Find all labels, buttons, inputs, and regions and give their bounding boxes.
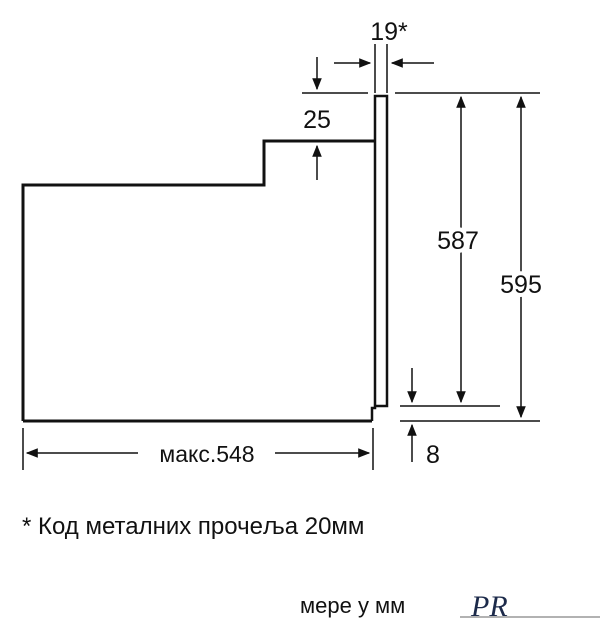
metal-front-note: * Код металних прочеља 20мм bbox=[22, 513, 365, 540]
max-depth-label: макс.548 bbox=[159, 441, 254, 467]
panel-thickness-label: 19* bbox=[370, 18, 408, 46]
inner-height-label: 587 bbox=[437, 227, 479, 255]
bottom-offset-label: 8 bbox=[426, 441, 440, 469]
top-step-label: 25 bbox=[303, 106, 331, 134]
logo-mark: PR bbox=[470, 590, 508, 623]
front-panel-outline bbox=[370, 94, 389, 421]
units-footnote: мере у мм bbox=[300, 593, 406, 618]
appliance-body-outline bbox=[21, 139, 375, 421]
total-height-label: 595 bbox=[500, 271, 542, 299]
